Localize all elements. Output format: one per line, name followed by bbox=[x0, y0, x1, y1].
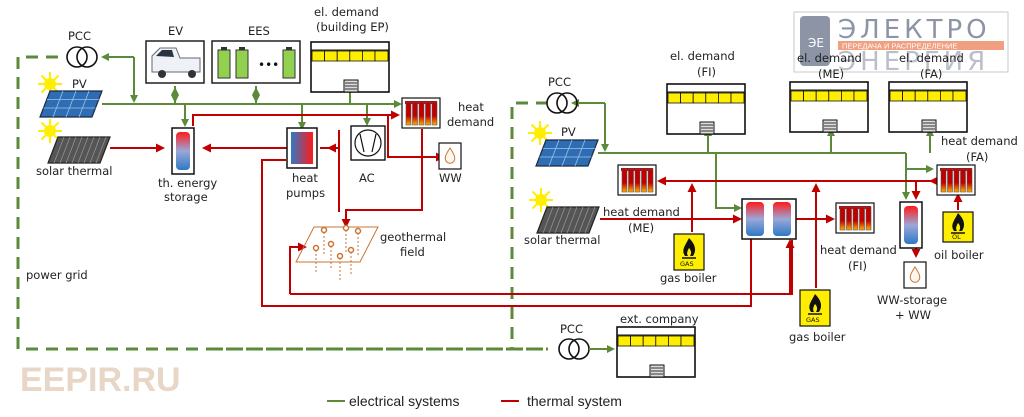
solar-thermal-left-icon bbox=[47, 136, 111, 164]
gas-boiler-2-label: gas boiler bbox=[789, 330, 846, 344]
heat-demand-me-label-2: (ME) bbox=[628, 221, 654, 235]
el-demand-ep-label-2: (building EP) bbox=[316, 20, 389, 34]
pv-panel-left-icon bbox=[39, 90, 103, 118]
building-fi-icon bbox=[666, 83, 746, 135]
th-storage-label-2: storage bbox=[164, 190, 208, 204]
logo-watermark: ЭЕ ЭЛЕКТРО ПЕРЕДАЧА И РАСПРЕДЕЛЕНИЕ ЭНЕР… bbox=[793, 11, 1009, 77]
oil-boiler-icon: OL bbox=[942, 211, 974, 243]
el-demand-fi-label-2: (FI) bbox=[697, 65, 716, 79]
gas-boiler-2-icon: GAS bbox=[799, 289, 831, 327]
legend: electrical systems thermal system bbox=[327, 393, 622, 409]
el-demand-fa-label-2: (FA) bbox=[920, 67, 942, 81]
radiator-left-icon bbox=[401, 97, 441, 129]
ev-icon bbox=[145, 40, 205, 84]
heat-pumps-label-1: heat bbox=[292, 171, 318, 185]
heat-demand-fi-label-2: (FI) bbox=[848, 259, 867, 273]
heat-demand-me-label-1: heat demand bbox=[603, 205, 680, 219]
el-demand-fi-label-1: el. demand bbox=[670, 49, 735, 63]
heat-pumps-label-2: pumps bbox=[286, 186, 325, 200]
pcc-ext-icon bbox=[558, 338, 590, 360]
gas-tag-2: GAS bbox=[806, 316, 820, 324]
building-ep-icon bbox=[310, 41, 390, 93]
power-grid-lines bbox=[16, 55, 550, 351]
ww-left-label: WW bbox=[439, 171, 462, 185]
heat-demand-left-label-1: heat bbox=[458, 100, 484, 114]
ac-icon bbox=[350, 125, 386, 161]
gas-boiler-label: gas boiler bbox=[660, 271, 717, 285]
solar-thermal-right-label: solar thermal bbox=[524, 233, 601, 247]
ees-batteries-icon: ••• bbox=[211, 40, 301, 84]
heat-demand-fi-label-1: heat demand bbox=[820, 243, 897, 257]
geothermal-label-2: field bbox=[400, 245, 425, 259]
double-storage-tank-icon bbox=[741, 198, 797, 240]
heat-demand-fa-label-1: heat demand bbox=[941, 134, 1018, 148]
building-me-icon bbox=[789, 81, 869, 133]
ww-storage-label-2: + WW bbox=[895, 308, 931, 322]
gas-tag: GAS bbox=[680, 260, 694, 268]
heat-demand-left-label-2: demand bbox=[447, 115, 494, 129]
ev-label: EV bbox=[168, 24, 183, 38]
legend-electrical-label: electrical systems bbox=[349, 393, 459, 409]
oil-tag: OL bbox=[952, 233, 961, 241]
power-grid-label: power grid bbox=[26, 268, 88, 282]
logo-text-band: ПЕРЕДАЧА И РАСПРЕДЕЛЕНИЕ bbox=[842, 42, 957, 51]
oil-boiler-label: oil boiler bbox=[934, 248, 984, 262]
el-demand-me-label-2: (ME) bbox=[818, 67, 844, 81]
right-electrical-lines bbox=[571, 99, 934, 212]
pcc-right-icon bbox=[546, 92, 578, 114]
ww-storage-tank-icon bbox=[899, 201, 923, 249]
logo-text-bottom: ЭНЕРГИЯ bbox=[838, 47, 989, 77]
geothermal-label-1: geothermal bbox=[380, 230, 446, 244]
ww-left-icon bbox=[438, 142, 462, 170]
svg-text:ЭЕ: ЭЕ bbox=[808, 36, 824, 50]
eepir-watermark: EEPIR.RU bbox=[20, 361, 181, 399]
logo-text-top: ЭЛЕКТРО bbox=[838, 15, 991, 45]
radiator-fi-icon bbox=[835, 202, 875, 234]
pcc-left-label: PCC bbox=[68, 29, 91, 43]
left-thermal-lines bbox=[110, 110, 793, 307]
pv-left-label: PV bbox=[72, 77, 87, 91]
ext-company-label: ext. company bbox=[620, 312, 699, 326]
solar-thermal-right-icon bbox=[536, 206, 600, 234]
heat-pump-icon bbox=[286, 127, 318, 169]
ww-right-icon bbox=[903, 261, 927, 289]
ees-ellipsis: ••• bbox=[258, 58, 279, 72]
ac-label: AC bbox=[359, 171, 375, 185]
gas-boiler-icon: GAS bbox=[673, 233, 705, 271]
geothermal-field-icon bbox=[295, 224, 379, 280]
heat-demand-fa-label-2: (FA) bbox=[966, 150, 988, 164]
legend-thermal-label: thermal system bbox=[527, 393, 622, 409]
thermal-storage-icon bbox=[171, 127, 195, 175]
building-fa-icon bbox=[888, 81, 968, 133]
el-demand-ep-label-1: el. demand bbox=[314, 5, 379, 19]
pcc-left-icon bbox=[66, 46, 98, 68]
radiator-fa-icon bbox=[936, 164, 976, 196]
building-ext-company-icon bbox=[616, 326, 696, 378]
pcc-right-label: PCC bbox=[548, 75, 571, 89]
th-storage-label-1: th. energy bbox=[158, 176, 217, 190]
ww-storage-label-1: WW-storage bbox=[877, 293, 947, 307]
radiator-me-icon bbox=[617, 164, 657, 196]
pcc-ext-label: PCC bbox=[560, 322, 583, 336]
solar-thermal-left-label: solar thermal bbox=[36, 164, 113, 178]
el-demand-me-label-1: el. demand bbox=[797, 51, 862, 65]
el-demand-fa-label-1: el. demand bbox=[899, 51, 964, 65]
pv-right-label: PV bbox=[561, 125, 576, 139]
ees-label: EES bbox=[248, 24, 270, 38]
pv-panel-right-icon bbox=[535, 139, 599, 167]
